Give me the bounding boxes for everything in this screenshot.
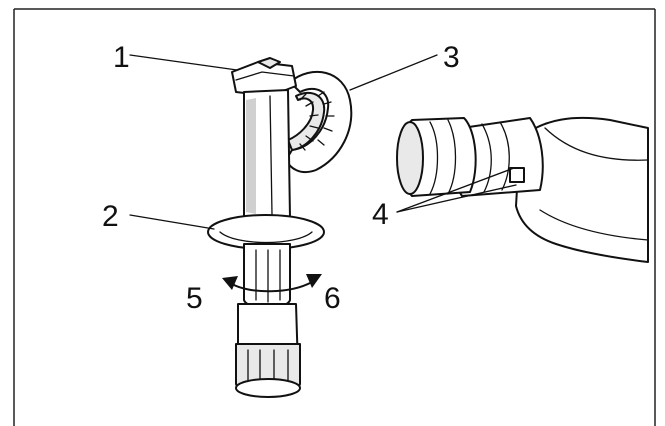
drill-body-illustration	[396, 116, 649, 263]
callout-label-6: 6	[324, 282, 341, 315]
callout-label-1: 1	[113, 41, 130, 74]
callout-label-5: 5	[186, 282, 203, 315]
callout-leaders	[129, 54, 517, 230]
callout-label-2: 2	[102, 200, 119, 233]
callout-label-4: 4	[372, 198, 389, 231]
rotation-arrow	[222, 274, 322, 293]
callout-label-3: 3	[443, 41, 460, 74]
side-handle-illustration	[207, 57, 353, 398]
diagram-frame	[13, 8, 656, 426]
